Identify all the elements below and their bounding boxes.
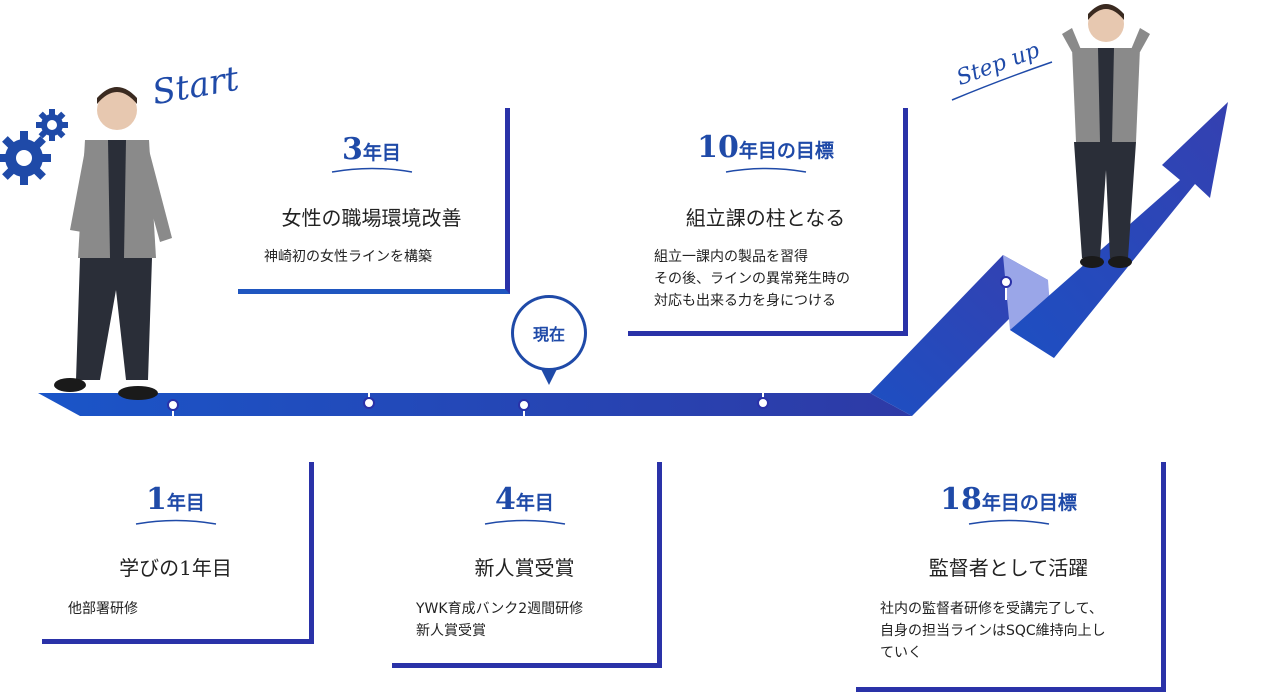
current-label: 現在 bbox=[532, 325, 565, 344]
worker-figure-right bbox=[1062, 4, 1150, 268]
swish-underline-icon bbox=[484, 519, 565, 525]
card-year-18: 18年目の目標 監督者として活躍 社内の監督者研修を受講完了して、 自身の担当ラ… bbox=[856, 462, 1166, 692]
card-description: 社内の監督者研修を受講完了して、 自身の担当ラインはSQC維持向上し ていく bbox=[880, 601, 1106, 661]
card-year-4: 4年目 新人賞受賞 YWK育成バンク2週間研修 新人賞受賞 bbox=[392, 462, 662, 668]
card-year-label: 4年目 bbox=[495, 482, 554, 517]
card-title: 学びの1年目 bbox=[119, 556, 232, 580]
card-year-label: 3年目 bbox=[342, 132, 401, 167]
gear-icon bbox=[0, 109, 68, 185]
marker-year-4 bbox=[518, 399, 530, 411]
card-description: 組立一課内の製品を習得 その後、ラインの異常発生時の 対応も出来る力を身につける bbox=[654, 249, 850, 309]
road-arrow bbox=[1010, 102, 1228, 358]
card-title: 女性の職場環境改善 bbox=[281, 206, 462, 230]
stepup-underline bbox=[951, 61, 1053, 101]
swish-underline-icon bbox=[135, 519, 216, 525]
card-description: 神崎初の女性ラインを構築 bbox=[264, 249, 432, 265]
card-description: 他部署研修 bbox=[68, 601, 138, 617]
swish-underline-icon bbox=[725, 167, 806, 173]
card-year-1: 1年目 学びの1年目 他部署研修 bbox=[42, 462, 314, 644]
card-year-label: 10年目の目標 bbox=[697, 130, 834, 165]
road-rise bbox=[870, 255, 1048, 416]
marker-year-18 bbox=[1000, 276, 1012, 288]
swish-underline-icon bbox=[331, 167, 412, 173]
timeline-markers bbox=[167, 276, 1012, 418]
swish-underline-icon bbox=[968, 519, 1049, 525]
marker-year-1 bbox=[167, 399, 179, 411]
card-title: 組立課の柱となる bbox=[685, 206, 846, 230]
road-flat bbox=[38, 393, 912, 416]
card-year-label: 1年目 bbox=[146, 482, 205, 517]
card-title: 新人賞受賞 bbox=[474, 556, 575, 580]
card-description: YWK育成バンク2週間研修 新人賞受賞 bbox=[416, 601, 584, 639]
card-year-3: 3年目 女性の職場環境改善 神崎初の女性ラインを構築 bbox=[238, 108, 510, 294]
card-title: 監督者として活躍 bbox=[928, 556, 1089, 580]
card-year-label: 18年目の目標 bbox=[940, 482, 1077, 517]
worker-figure-left bbox=[54, 87, 172, 400]
marker-year-3 bbox=[363, 397, 375, 409]
marker-year-10 bbox=[757, 397, 769, 409]
current-pin bbox=[511, 295, 587, 385]
card-year-10: 10年目の目標 組立課の柱となる 組立一課内の製品を習得 その後、ラインの異常発… bbox=[628, 108, 908, 336]
